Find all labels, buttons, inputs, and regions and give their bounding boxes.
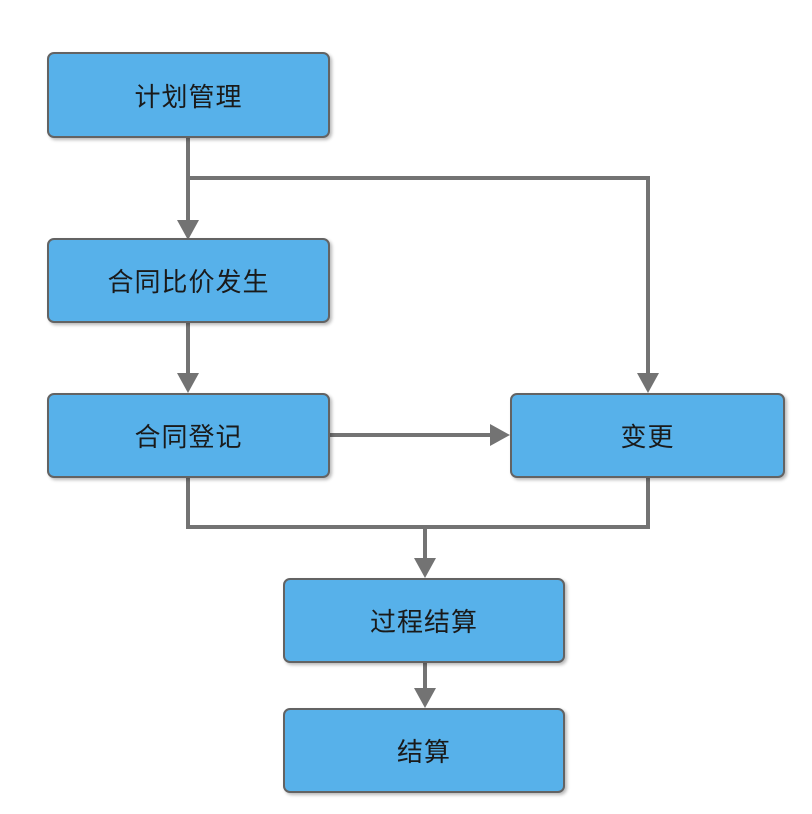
node-process-settlement: 过程结算: [283, 578, 565, 663]
node-contract-registration-label: 合同登记: [134, 422, 243, 452]
node-process-settlement-label: 过程结算: [369, 607, 478, 637]
node-contract-price-comparison: 合同比价发生: [47, 238, 330, 323]
arrowhead-registration-to-change: [490, 424, 510, 446]
arrowhead-plan-to-price-comparison: [177, 220, 199, 240]
edge-merge-bus: [186, 478, 650, 529]
node-plan-management: 计划管理: [47, 52, 330, 138]
node-contract-registration: 合同登记: [47, 393, 330, 478]
arrowhead-merge-to-process-settlement: [414, 558, 436, 578]
arrowhead-process-settlement-to-settlement: [414, 688, 436, 708]
node-change: 变更: [510, 393, 785, 478]
arrowhead-price-comparison-to-registration: [177, 373, 199, 393]
edge-plan-to-change: [188, 176, 650, 375]
node-plan-management-label: 计划管理: [134, 81, 243, 112]
node-settlement-label: 结算: [396, 737, 451, 767]
node-change-label: 变更: [620, 422, 675, 452]
node-contract-price-comparison-label: 合同比价发生: [107, 267, 270, 297]
node-settlement: 结算: [283, 708, 565, 793]
arrowhead-plan-to-change: [637, 373, 659, 393]
